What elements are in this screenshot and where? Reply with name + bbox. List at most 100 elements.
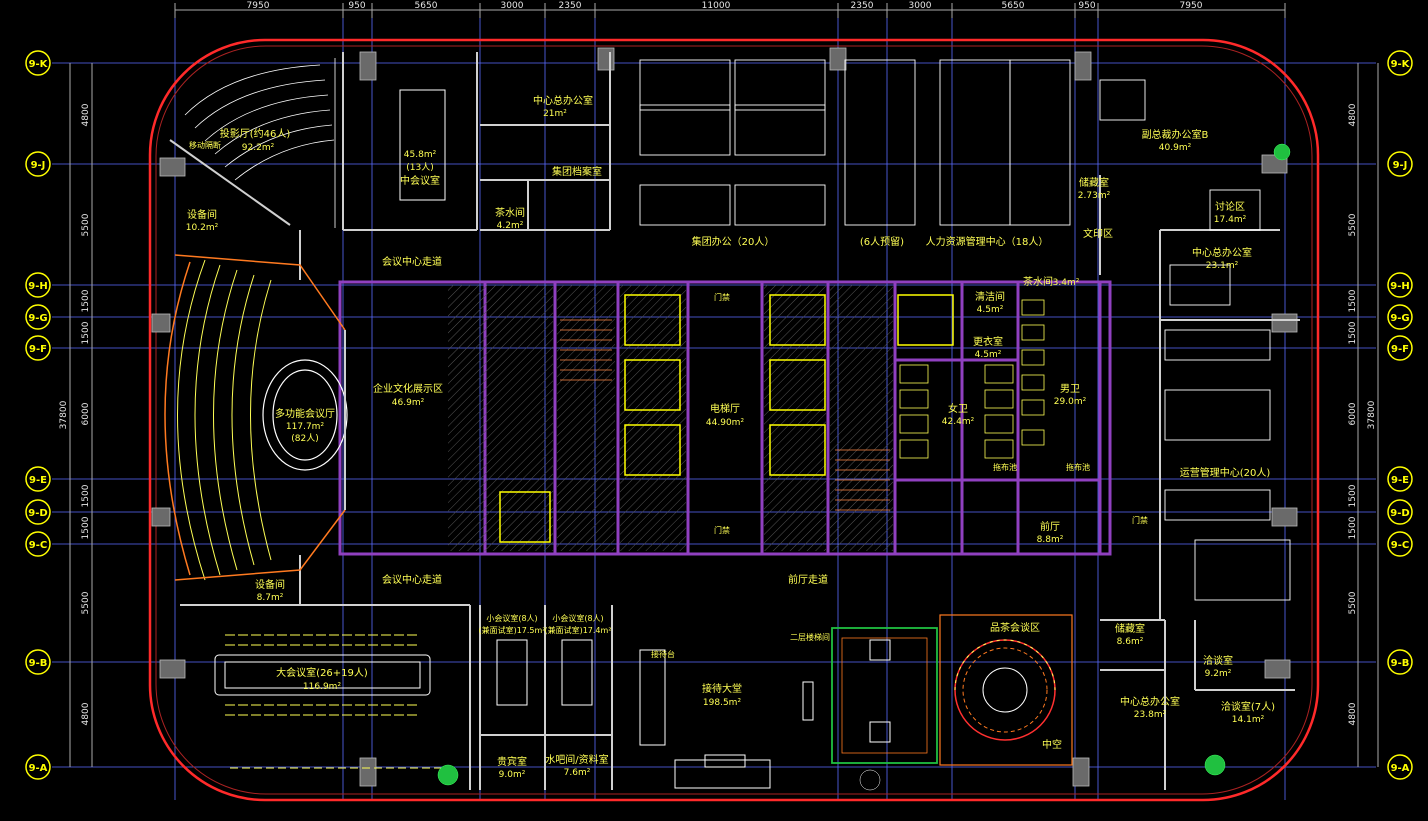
workstations <box>639 59 1291 601</box>
projection-seating <box>169 58 336 228</box>
room-area: 40.9m² <box>1159 143 1192 153</box>
dim-label: 1500 <box>1348 289 1358 312</box>
room-name: 洽谈室(7人) <box>1221 700 1275 713</box>
room-name: 移动隔断 <box>189 140 221 150</box>
dim-label: 4800 <box>1348 702 1358 725</box>
room-area: 7.6m² <box>564 768 591 778</box>
svg-text:9-H: 9-H <box>1390 281 1409 292</box>
svg-text:9-F: 9-F <box>29 344 47 355</box>
room-name: 男卫 <box>1060 383 1080 395</box>
room-area: 8.7m² <box>257 593 284 603</box>
svg-text:9-G: 9-G <box>28 313 47 324</box>
svg-text:9-E: 9-E <box>1391 475 1409 486</box>
axis-bubble: 9-D <box>25 499 51 525</box>
axis-bubbles-left: 9-K 9-J 9-H 9-G 9-F 9-E 9-D 9-C 9-B 9-A <box>25 50 51 780</box>
side-dimension-labels: 4800 5500 1500 1500 6000 1500 1500 5500 … <box>59 103 1377 725</box>
horizontal-grid <box>52 62 1376 768</box>
svg-text:9-H: 9-H <box>28 281 47 292</box>
dim-label: 1500 <box>81 484 91 507</box>
dim-total: 37800 <box>1367 400 1377 429</box>
axis-bubble: 9-J <box>25 151 51 177</box>
dim-label: 950 <box>1078 1 1095 11</box>
room-name: 储藏室 <box>1115 622 1145 635</box>
room-name: 女卫 <box>948 402 968 415</box>
dim-label: 6000 <box>1348 402 1358 425</box>
dim-label: 5500 <box>81 213 91 236</box>
room-name: 集团档案室 <box>552 165 602 178</box>
room-name: 大会议室(26+19人) <box>276 666 368 679</box>
room-area: 4.5m² <box>975 350 1002 360</box>
room-name: 集团办公（20人） <box>692 235 775 248</box>
room-name: 清洁间 <box>975 290 1005 303</box>
axis-bubble: 9-K <box>25 50 51 76</box>
axis-bubble: 9-H <box>25 272 51 298</box>
dim-label: 4800 <box>1348 103 1358 126</box>
room-name: 更衣室 <box>973 335 1003 348</box>
dim-label: 3000 <box>501 1 524 11</box>
room-area: 4.5m² <box>977 305 1004 315</box>
axis-bubble: 9-C <box>25 531 51 557</box>
room-area: 116.9m² <box>303 682 342 692</box>
room-name: 贵宾室 <box>497 755 527 768</box>
room-name: 企业文化展示区 <box>373 382 443 395</box>
door-label: 门禁 <box>1132 515 1148 525</box>
room-area: 21m² <box>543 109 567 119</box>
dim-label: 3000 <box>909 1 932 11</box>
dim-total: 37800 <box>59 400 69 429</box>
svg-text:9-G: 9-G <box>1390 313 1409 324</box>
door-label: 门禁 <box>714 525 730 535</box>
tea-tasting-spiral <box>939 614 1073 766</box>
room-people: (82人) <box>291 433 318 444</box>
axis-bubble: 9-J <box>1387 151 1413 177</box>
axis-bubbles-right: 9-K 9-J 9-H 9-G 9-F 9-E 9-D 9-C 9-B 9-A <box>1387 50 1413 780</box>
axis-bubble: 9-B <box>1387 649 1413 675</box>
axis-bubble: 9-D <box>1387 499 1413 525</box>
axis-bubble: 9-E <box>1387 466 1413 492</box>
room-area: 29.0m² <box>1054 397 1087 407</box>
room-name: 运营管理中心(20人) <box>1180 466 1271 479</box>
green-lounge <box>831 627 938 764</box>
room-name: 设备间 <box>187 208 217 221</box>
svg-text:9-B: 9-B <box>1391 658 1410 669</box>
room-area: 14.1m² <box>1232 715 1265 725</box>
dim-label: 5650 <box>415 1 438 11</box>
room-area: 4.2m² <box>497 221 524 231</box>
round-meeting-table <box>262 330 348 510</box>
multi-hall-seating <box>177 259 272 581</box>
room-name: 会议中心走道 <box>382 255 442 268</box>
svg-text:9-K: 9-K <box>1391 59 1411 70</box>
room-area: 23.8m² <box>1134 710 1167 720</box>
room-name: 中心总办公室 <box>1120 695 1180 708</box>
dim-label: 950 <box>348 1 365 11</box>
axis-bubble: 9-C <box>1387 531 1413 557</box>
room-area: 45.8m² <box>404 150 437 160</box>
dim-label: 6000 <box>81 402 91 425</box>
room-area: 17.4m² <box>1214 215 1247 225</box>
room-labels: 投影厅(约46人) 92.2m² 移动隔断 设备间 10.2m² 45.8m² … <box>186 94 1275 780</box>
dim-label: 1500 <box>81 289 91 312</box>
room-name: 茶水间 <box>1023 275 1053 288</box>
dim-label: 5500 <box>1348 591 1358 614</box>
room-name: 小会议室(8人) <box>552 613 603 623</box>
reception-desk <box>639 649 814 789</box>
room-area: 2.73m² <box>1078 191 1111 201</box>
room-area: 9.2m² <box>1205 669 1232 679</box>
svg-text:9-K: 9-K <box>29 59 49 70</box>
svg-text:9-B: 9-B <box>29 658 48 669</box>
room-area: 46.9m² <box>392 398 425 408</box>
room-name: 接待大堂 <box>702 682 742 695</box>
restroom-fixtures <box>899 299 1045 459</box>
dim-label: 5650 <box>1002 1 1025 11</box>
room-area: 8.6m² <box>1117 637 1144 647</box>
dim-label: 2350 <box>559 1 582 11</box>
room-name: 电梯厅 <box>710 402 740 415</box>
building-envelope <box>148 38 1320 802</box>
door-label: 门禁 <box>714 292 730 302</box>
room-area: 42.4m² <box>942 417 975 427</box>
room-name: 前厅 <box>1040 520 1060 533</box>
room-name: 拖布池 <box>993 462 1017 472</box>
room-name: 文印区 <box>1083 227 1113 240</box>
room-area: 44.90m² <box>706 418 745 428</box>
room-name: 讨论区 <box>1215 200 1245 213</box>
